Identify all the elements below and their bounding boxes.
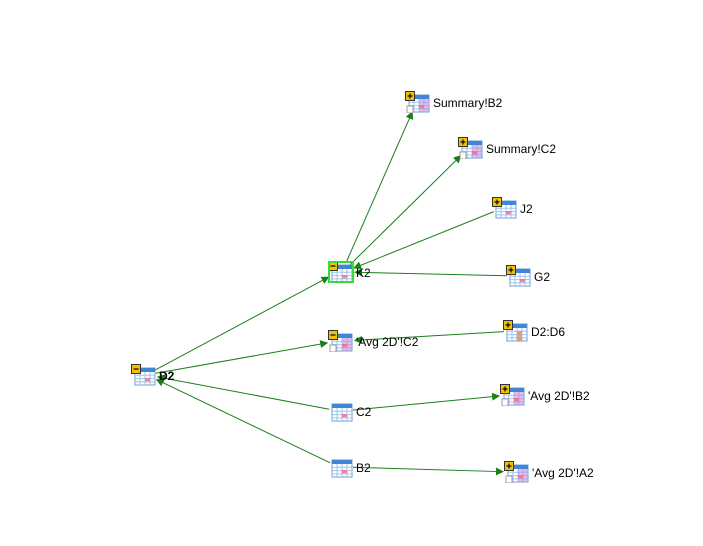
node-label: D2 (159, 369, 175, 383)
node-label: J2 (520, 202, 533, 216)
edge-k2-to-sumb2 (345, 111, 414, 264)
worksheet-range-icon (503, 320, 529, 342)
external-sheet-cell-icon (328, 330, 353, 353)
external-sheet-cell-icon (405, 91, 431, 114)
node-label: Summary!C2 (486, 142, 557, 156)
edge-b2-to-avga2 (352, 466, 505, 476)
external-sheet-cell-icon (500, 384, 525, 407)
worksheet-cell-icon (328, 261, 354, 283)
external-sheet-cell-icon (504, 461, 529, 484)
expand-icon[interactable] (458, 137, 468, 147)
worksheet-cell-icon (331, 403, 353, 422)
node-label: G2 (534, 270, 551, 284)
worksheet-cell-icon (328, 456, 354, 478)
worksheet-cell-icon (328, 400, 354, 422)
edge-b2-to-d2 (155, 379, 331, 464)
node-label: 'Avg 2D'!A2 (532, 466, 594, 480)
worksheet-cell-icon (131, 364, 157, 386)
edge-d2d6-to-avgc2 (353, 331, 505, 344)
external-sheet-cell-icon (500, 384, 526, 407)
expand-icon[interactable] (504, 461, 514, 471)
edges-layer (154, 111, 508, 476)
edge-c2-to-avgb2 (352, 392, 501, 411)
expand-icon[interactable] (492, 197, 502, 207)
worksheet-cell-icon (506, 265, 532, 287)
node-label: D2:D6 (531, 325, 566, 339)
worksheet-cell-icon (506, 265, 531, 287)
worksheet-cell-icon (492, 197, 517, 219)
external-sheet-cell-icon (504, 461, 530, 484)
node-label: 'Avg 2D'!B2 (528, 389, 590, 403)
node-label: K2 (356, 266, 371, 280)
worksheet-cell-icon (492, 197, 518, 219)
expand-icon[interactable] (506, 265, 516, 275)
expand-icon[interactable] (500, 384, 510, 394)
expand-icon[interactable] (503, 320, 513, 330)
node-label: B2 (356, 461, 371, 475)
node-label: Summary!B2 (433, 96, 503, 110)
edge-d2-to-avgc2 (155, 340, 329, 374)
external-sheet-cell-icon (458, 137, 484, 160)
edge-c2-to-d2 (156, 374, 330, 410)
edge-g2-to-k2 (353, 268, 508, 277)
edge-d2-to-k2 (154, 276, 330, 371)
node-label: C2 (356, 405, 372, 419)
edge-k2-to-sumc2 (349, 154, 462, 266)
external-sheet-cell-icon (405, 91, 430, 114)
collapse-icon[interactable] (328, 330, 338, 340)
edge-j2-to-k2 (353, 211, 495, 270)
node-label: 'Avg 2D'!C2 (356, 335, 419, 349)
external-sheet-cell-icon (328, 330, 354, 353)
collapse-icon[interactable] (131, 364, 141, 374)
worksheet-cell-icon (331, 459, 353, 478)
worksheet-range-icon (503, 320, 528, 342)
worksheet-cell-icon (131, 364, 156, 386)
worksheet-cell-icon (328, 261, 354, 283)
expand-icon[interactable] (405, 91, 415, 101)
external-sheet-cell-icon (458, 137, 483, 160)
